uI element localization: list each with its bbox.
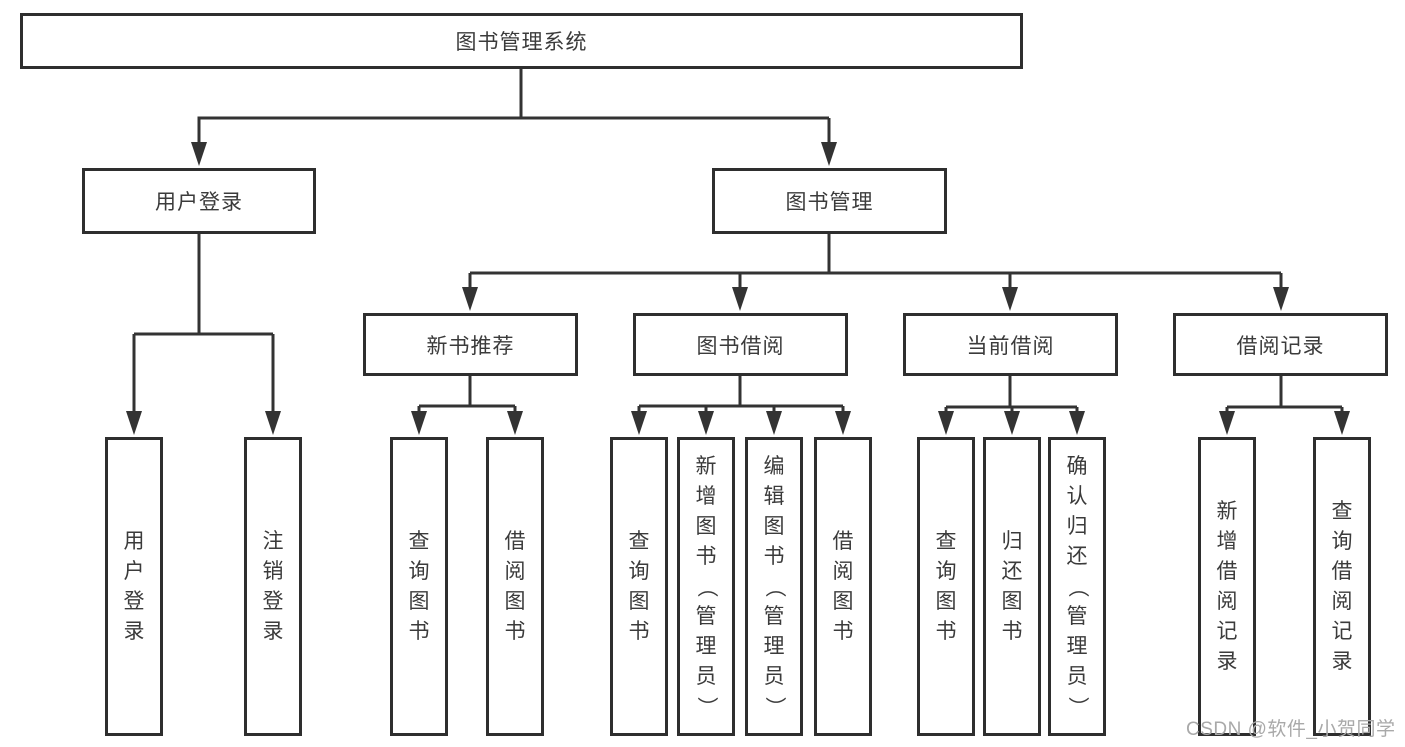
arrowhead-icon: [631, 411, 647, 435]
arrowhead-icon: [507, 411, 523, 435]
node-root: 图书管理系统: [20, 13, 1023, 69]
arrowhead-icon: [1004, 411, 1020, 435]
node-new-book-recommend: 新书推荐: [363, 313, 578, 376]
arrowhead-icon: [766, 411, 782, 435]
leaf-return-books: 归还图书: [983, 437, 1041, 736]
node-book-borrow: 图书借阅: [633, 313, 848, 376]
leaf-borrow-books-recommend: 借阅图书: [486, 437, 544, 736]
leaf-query-books-current: 查询图书: [917, 437, 975, 736]
arrowhead-icon: [938, 411, 954, 435]
node-borrow-records: 借阅记录: [1173, 313, 1388, 376]
leaf-logout: 注销登录: [244, 437, 302, 736]
leaf-confirm-return-admin: 确认归还（管理员）: [1048, 437, 1106, 736]
arrowhead-icon: [265, 411, 281, 435]
connector-arrows: [126, 142, 1350, 435]
arrowhead-icon: [1219, 411, 1235, 435]
arrowhead-icon: [126, 411, 142, 435]
arrowhead-icon: [698, 411, 714, 435]
node-current-borrow: 当前借阅: [903, 313, 1118, 376]
arrowhead-icon: [1069, 411, 1085, 435]
leaf-user-login: 用户登录: [105, 437, 163, 736]
leaf-query-borrow-record: 查询借阅记录: [1313, 437, 1371, 736]
leaf-borrow-books: 借阅图书: [814, 437, 872, 736]
leaf-add-book-admin: 新增图书（管理员）: [677, 437, 735, 736]
node-user-login: 用户登录: [82, 168, 316, 234]
arrowhead-icon: [462, 287, 478, 311]
arrowhead-icon: [1273, 287, 1289, 311]
arrowhead-icon: [732, 287, 748, 311]
arrowhead-icon: [1002, 287, 1018, 311]
leaf-edit-book-admin: 编辑图书（管理员）: [745, 437, 803, 736]
node-book-management: 图书管理: [712, 168, 947, 234]
leaf-query-books-borrow: 查询图书: [610, 437, 668, 736]
watermark: CSDN @软件_小贺同学: [1186, 719, 1396, 740]
leaf-add-borrow-record: 新增借阅记录: [1198, 437, 1256, 736]
arrowhead-icon: [411, 411, 427, 435]
arrowhead-icon: [191, 142, 207, 166]
arrowhead-icon: [1334, 411, 1350, 435]
leaf-query-books-recommend: 查询图书: [390, 437, 448, 736]
arrowhead-icon: [835, 411, 851, 435]
arrowhead-icon: [821, 142, 837, 166]
